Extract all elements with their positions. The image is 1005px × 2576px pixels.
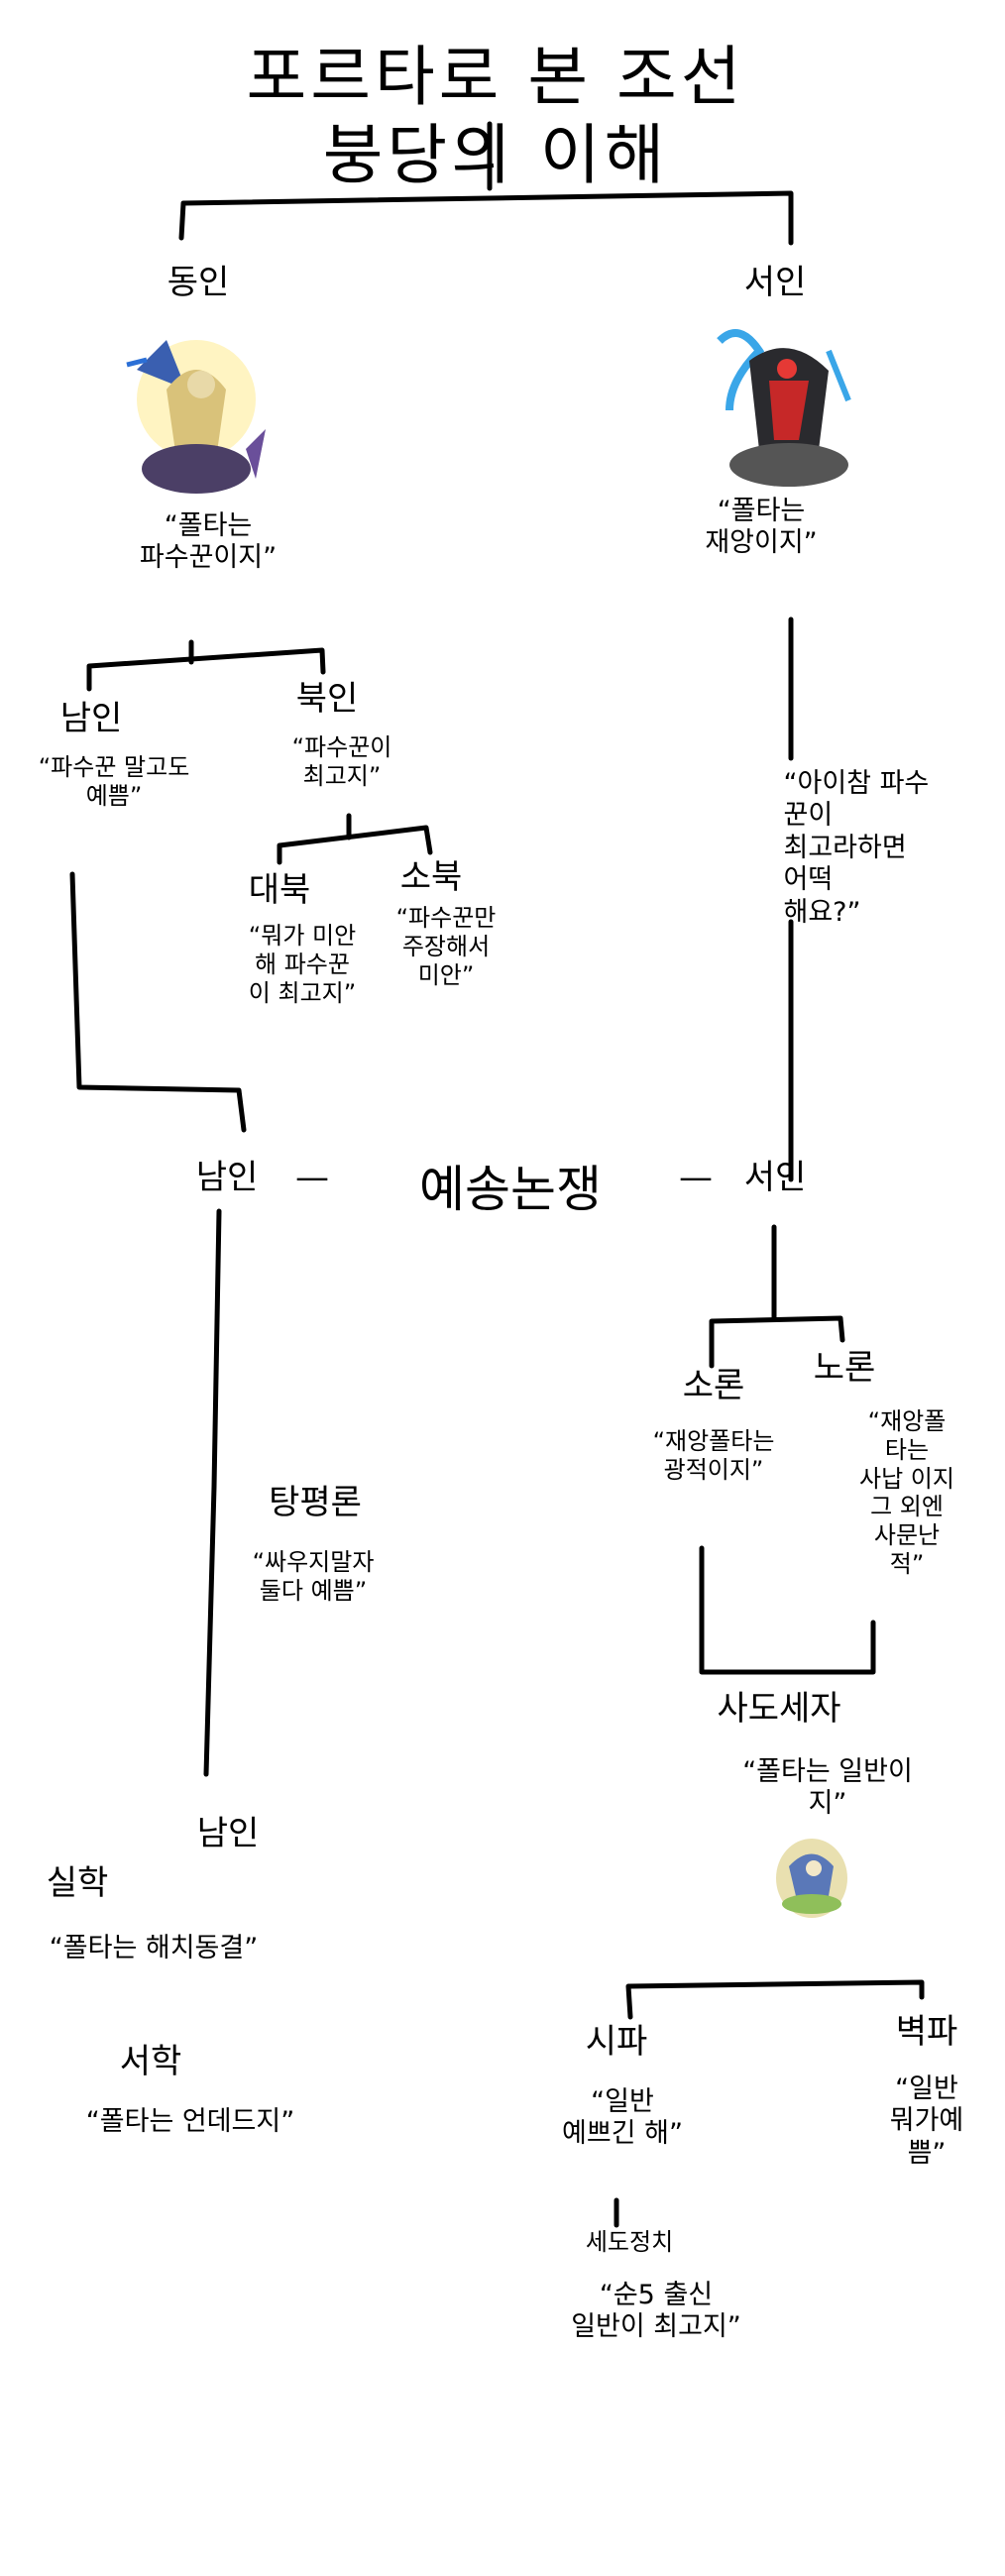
yesong-dash-right: — <box>679 1158 713 1197</box>
yesong-namin-label: 남인 <box>195 1158 259 1197</box>
sado-quote: “폴타는 일반이지” <box>742 1756 913 1820</box>
connector-dongin-split-bar <box>86 647 326 692</box>
connector-namin-yesong <box>69 871 247 1133</box>
connector-soron-sado <box>699 1545 876 1675</box>
faction-soron-label: 소론 <box>682 1366 745 1405</box>
yesong-dash-left: — <box>295 1158 329 1197</box>
sedo-quote: “순5 출신 일반이 최고지” <box>571 2280 741 2343</box>
soron-quote: “재앙폴타는 광적이지” <box>652 1427 775 1484</box>
sipa-label: 시파 <box>585 2022 648 2062</box>
namin-bottom-label: 남인 <box>196 1814 260 1853</box>
yesong-controversy-label: 예송논쟁 <box>419 1161 602 1218</box>
faction-namin-label: 남인 <box>59 699 123 738</box>
connector-yesong-namin-down <box>203 1208 222 1777</box>
silhak-label: 실학 <box>46 1863 109 1903</box>
page-title: 포르타로 본 조선붕당의 이해 <box>246 39 745 194</box>
faction-seoin-label: 서인 <box>743 263 807 302</box>
connector-root-split <box>178 190 794 246</box>
seoin-quote: “폴타는 재앙이지” <box>705 496 818 559</box>
sipa-quote: “일반 예쁘긴 해” <box>562 2086 683 2150</box>
faction-dongin-label: 동인 <box>167 263 230 302</box>
faction-noron-label: 노론 <box>813 1348 876 1388</box>
seoin-quote-2: “아이참 파수꾼이 최고라하면 어떡 해요?” <box>783 768 930 928</box>
yesong-seoin-label: 서인 <box>743 1158 807 1197</box>
tangpyeong-quote: “싸우지말자 둘다 예쁨” <box>252 1548 375 1605</box>
seohak-quote: “폴타는 언데드지” <box>85 2106 295 2137</box>
guardian-character-icon <box>126 340 266 494</box>
tangpyeong-label: 탕평론 <box>269 1483 362 1522</box>
connector-bukin-split-bar <box>277 825 433 865</box>
sobuk-quote: “파수꾼만 주장해서 미안” <box>395 904 497 989</box>
silhak-quote: “폴타는 해치동결” <box>49 1933 259 1963</box>
calamity-character-icon <box>717 329 851 487</box>
faction-bukin-label: 북인 <box>295 679 359 719</box>
connector-sado-split <box>625 1979 925 2020</box>
connector-seoin-split-bar <box>709 1315 845 1369</box>
faction-daebuk-label: 대북 <box>248 870 311 910</box>
dongin-quote: “폴타는 파수꾼이지” <box>139 510 278 574</box>
daebuk-quote: “뭐가 미안 해 파수꾼 이 최고지” <box>248 922 357 1007</box>
faction-sobuk-label: 소북 <box>399 857 463 897</box>
sedo-label: 세도정치 <box>585 2228 674 2256</box>
sado-label: 사도세자 <box>717 1689 841 1729</box>
bukin-quote: “파수꾼이 최고지” <box>291 733 392 790</box>
namin-quote: “파수꾼 말고도 예쁨” <box>38 753 190 810</box>
seohak-label: 서학 <box>119 2042 182 2081</box>
byeokpa-quote: “일반 뭐가예쁨” <box>889 2073 964 2169</box>
normal-character-icon <box>776 1839 847 1918</box>
noron-quote: “재앙폴타는 사납 이지 그 외엔 사문난적” <box>859 1407 954 1578</box>
byeokpa-label: 벽파 <box>895 2012 958 2052</box>
